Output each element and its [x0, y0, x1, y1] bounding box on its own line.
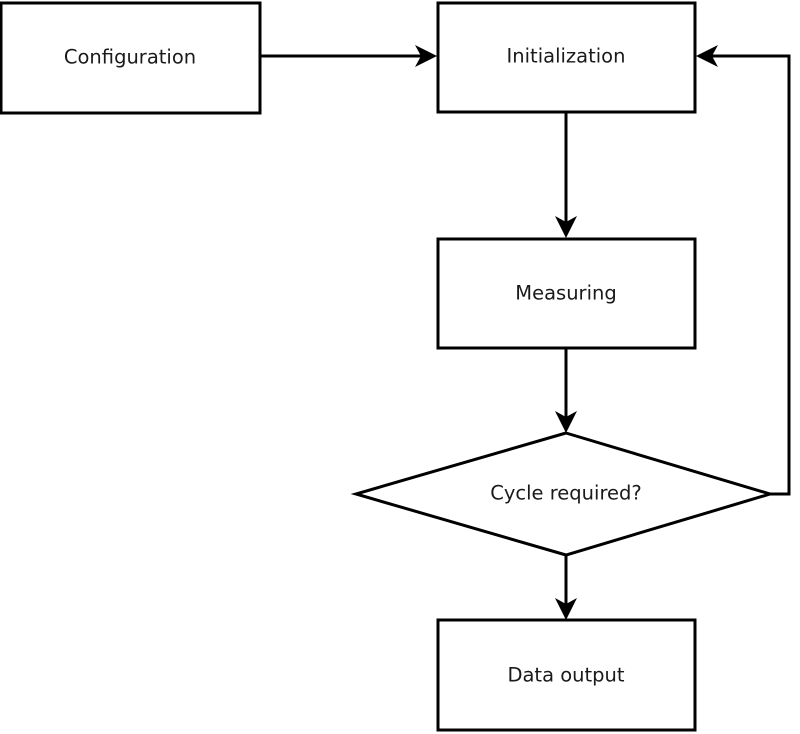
edges-layer [260, 45, 791, 620]
node-measuring[interactable]: Measuring [436, 237, 697, 350]
edge-cycle-to-data-output [555, 555, 577, 620]
node-data-output-shape[interactable] [436, 618, 697, 732]
node-configuration[interactable]: Configuration [0, 1, 262, 115]
arrow-head-down-icon [555, 598, 577, 620]
node-measuring-label: Measuring [515, 282, 616, 305]
node-measuring-shape[interactable] [436, 237, 697, 350]
arrow-head-right-icon [415, 45, 437, 67]
node-initialization[interactable]: Initialization [436, 1, 697, 114]
arrow-head-down-icon [555, 411, 577, 433]
edge-configuration-to-initialization [260, 45, 437, 67]
node-data-output-label: Data output [507, 664, 624, 687]
node-cycle-required-label: Cycle required? [490, 482, 642, 505]
edge-measuring-to-cycle [555, 348, 577, 433]
node-configuration-label: Configuration [64, 46, 196, 69]
node-cycle-required-shape[interactable] [350, 431, 776, 557]
node-data-output[interactable]: Data output [436, 618, 697, 732]
nodes-layer: Configuration Initialization Measuring C… [0, 1, 776, 732]
edge-initialization-to-measuring [555, 112, 577, 238]
edge-line [703, 54, 791, 496]
edge-cycle-to-initialization-feedback [696, 45, 791, 496]
node-cycle-required[interactable]: Cycle required? [350, 431, 776, 557]
arrow-head-down-icon [555, 216, 577, 238]
node-initialization-label: Initialization [507, 45, 626, 68]
node-initialization-shape[interactable] [436, 1, 697, 114]
arrow-head-left-icon [696, 45, 718, 67]
node-configuration-shape[interactable] [0, 1, 262, 115]
